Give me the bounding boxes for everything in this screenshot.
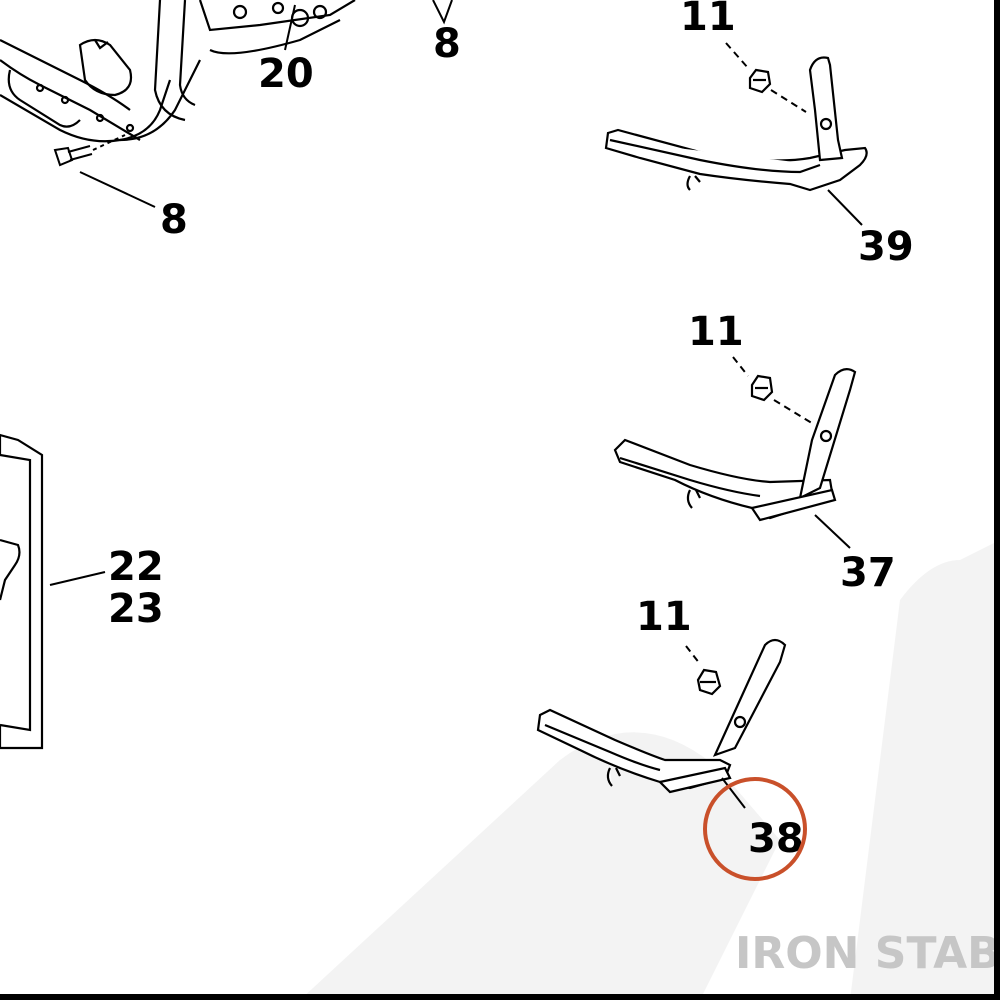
leader-lines-top xyxy=(79,0,453,208)
callout-23: 23 xyxy=(108,586,164,632)
watermark-iron-stable: IRON STABLE xyxy=(735,928,1000,979)
kickstand-39-illustration xyxy=(604,56,868,192)
kickstand-38-illustration xyxy=(536,638,787,794)
callout-20: 20 xyxy=(258,51,314,97)
callout-37: 37 xyxy=(840,550,896,596)
callout-11-low: 11 xyxy=(636,594,692,640)
kickstand-37-illustration xyxy=(613,368,857,522)
callout-22: 22 xyxy=(108,544,164,590)
manual-box-illustration xyxy=(0,433,44,750)
leader-lines-38 xyxy=(685,645,746,809)
callout-38: 38 xyxy=(748,816,804,862)
leader-line-22-23 xyxy=(49,571,106,586)
callout-8-left: 8 xyxy=(160,197,188,243)
callout-8-top: 8 xyxy=(433,21,461,67)
callout-labels: 20 8 11 11 8 39 11 37 22 23 11 38 xyxy=(108,0,914,862)
callout-11-top: 11 xyxy=(680,0,736,40)
callout-11-mid: 11 xyxy=(688,309,744,355)
bolt-8-illustration xyxy=(53,145,93,167)
background-watermark-shape xyxy=(300,540,1000,1000)
frame-assembly-illustration xyxy=(0,0,356,143)
callout-cut-top: 11 xyxy=(505,0,561,10)
highlight-ring-38 xyxy=(703,777,807,881)
callout-39: 39 xyxy=(858,224,914,270)
leader-lines-37 xyxy=(732,356,851,549)
leader-lines-39 xyxy=(725,42,863,226)
